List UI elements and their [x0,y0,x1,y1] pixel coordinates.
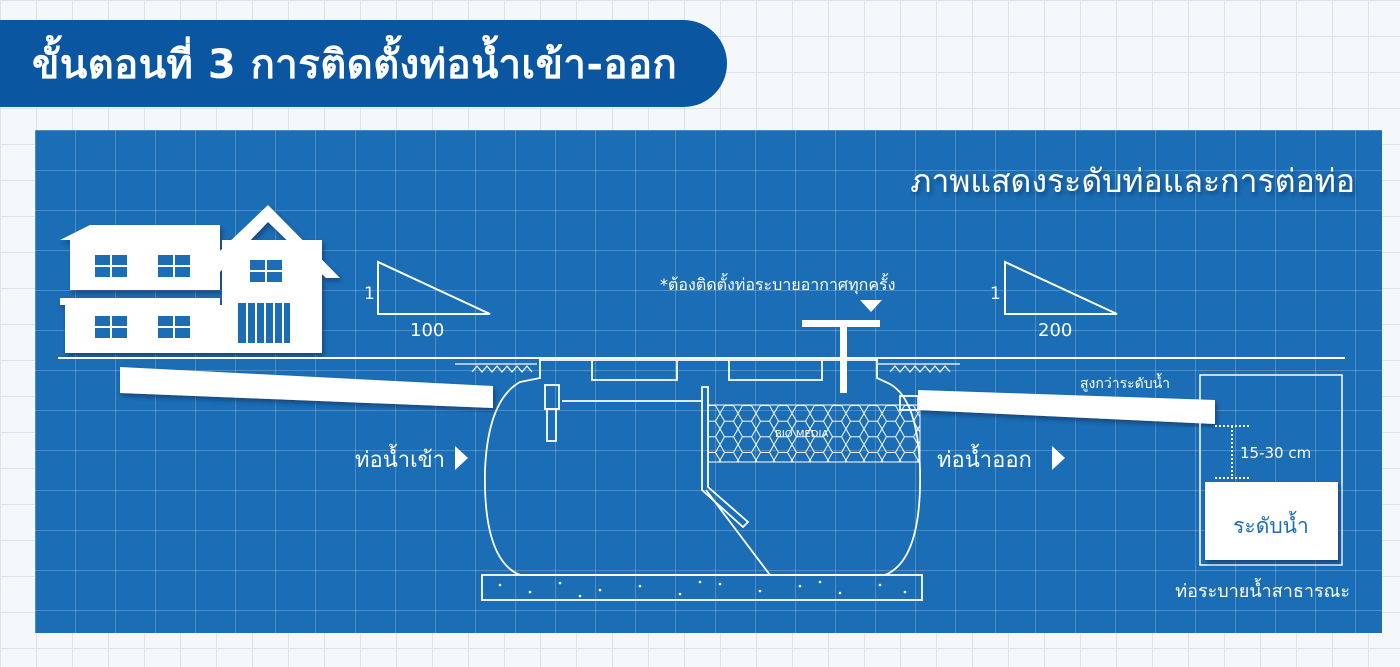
soil-hatch [455,363,960,373]
vent-note: *ต้องติดตั้งท่อระบายอากาศทุกครั้ง [660,273,895,295]
concrete-aggregate [498,580,907,598]
outlet-arrow-icon [1052,446,1065,470]
bio-media-label: BIO MEDIA [775,429,828,440]
water-level-label: ระดับน้ำ [1233,511,1309,538]
slope-inlet-rise: 1 [364,284,375,304]
slope-triangle-outlet [1004,260,1118,315]
inlet-label: ท่อน้ำเข้า [355,444,445,473]
title-banner: ขั้นตอนที่ 3 การติดตั้งท่อน้ำเข้า-ออก [0,20,727,107]
diagram-heading: ภาพแสดงระดับท่อและการต่อท่อ [910,162,1355,200]
outlet-label: ท่อน้ำออก [937,444,1032,473]
slope-triangle-inlet [377,260,491,315]
water-level-box [1205,482,1338,560]
inlet-pipe [120,367,493,408]
bio-media-zone [707,404,921,463]
slope-outlet-run: 200 [1038,320,1072,341]
vent-marker-icon [860,300,882,312]
outlet-pipe [918,390,1215,424]
house-icon [60,205,340,353]
inlet-arrow-icon [455,446,468,470]
slope-outlet-rise: 1 [990,284,1001,304]
septic-tank [484,358,921,576]
public-drain-box [1199,374,1343,566]
slope-inlet-run: 100 [410,320,444,341]
concrete-base [481,574,923,601]
height-dimension [1215,425,1250,479]
vent-pipe-cap [802,320,880,327]
above-water-label: สูงกว่าระดับน้ำ [1080,373,1170,392]
public-drain-label: ท่อระบายน้ำสาธารณะ [1175,578,1350,602]
height-range: 15-30 cm [1240,444,1311,462]
page-title: ขั้นตอนที่ 3 การติดตั้งท่อน้ำเข้า-ออก [32,41,678,88]
